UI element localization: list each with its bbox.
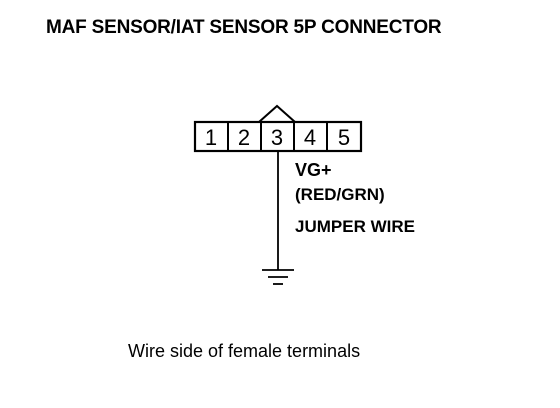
diagram-title: MAF SENSOR/IAT SENSOR 5P CONNECTOR <box>46 17 442 38</box>
pin-5-label: 5 <box>338 125 350 150</box>
wire-signal-label: VG+ <box>295 160 332 180</box>
jumper-wire-label: JUMPER WIRE <box>295 217 415 236</box>
pin-4-label: 4 <box>304 125 316 150</box>
diagram-caption: Wire side of female terminals <box>128 341 361 361</box>
connector-body <box>193 120 363 153</box>
pin-1-label: 1 <box>205 125 217 150</box>
connector-key-tab <box>258 104 296 123</box>
wire-color-label: (RED/GRN) <box>295 185 385 204</box>
pin-3-label: 3 <box>271 125 283 150</box>
ground-icon <box>262 269 294 285</box>
pin-2-label: 2 <box>238 125 250 150</box>
